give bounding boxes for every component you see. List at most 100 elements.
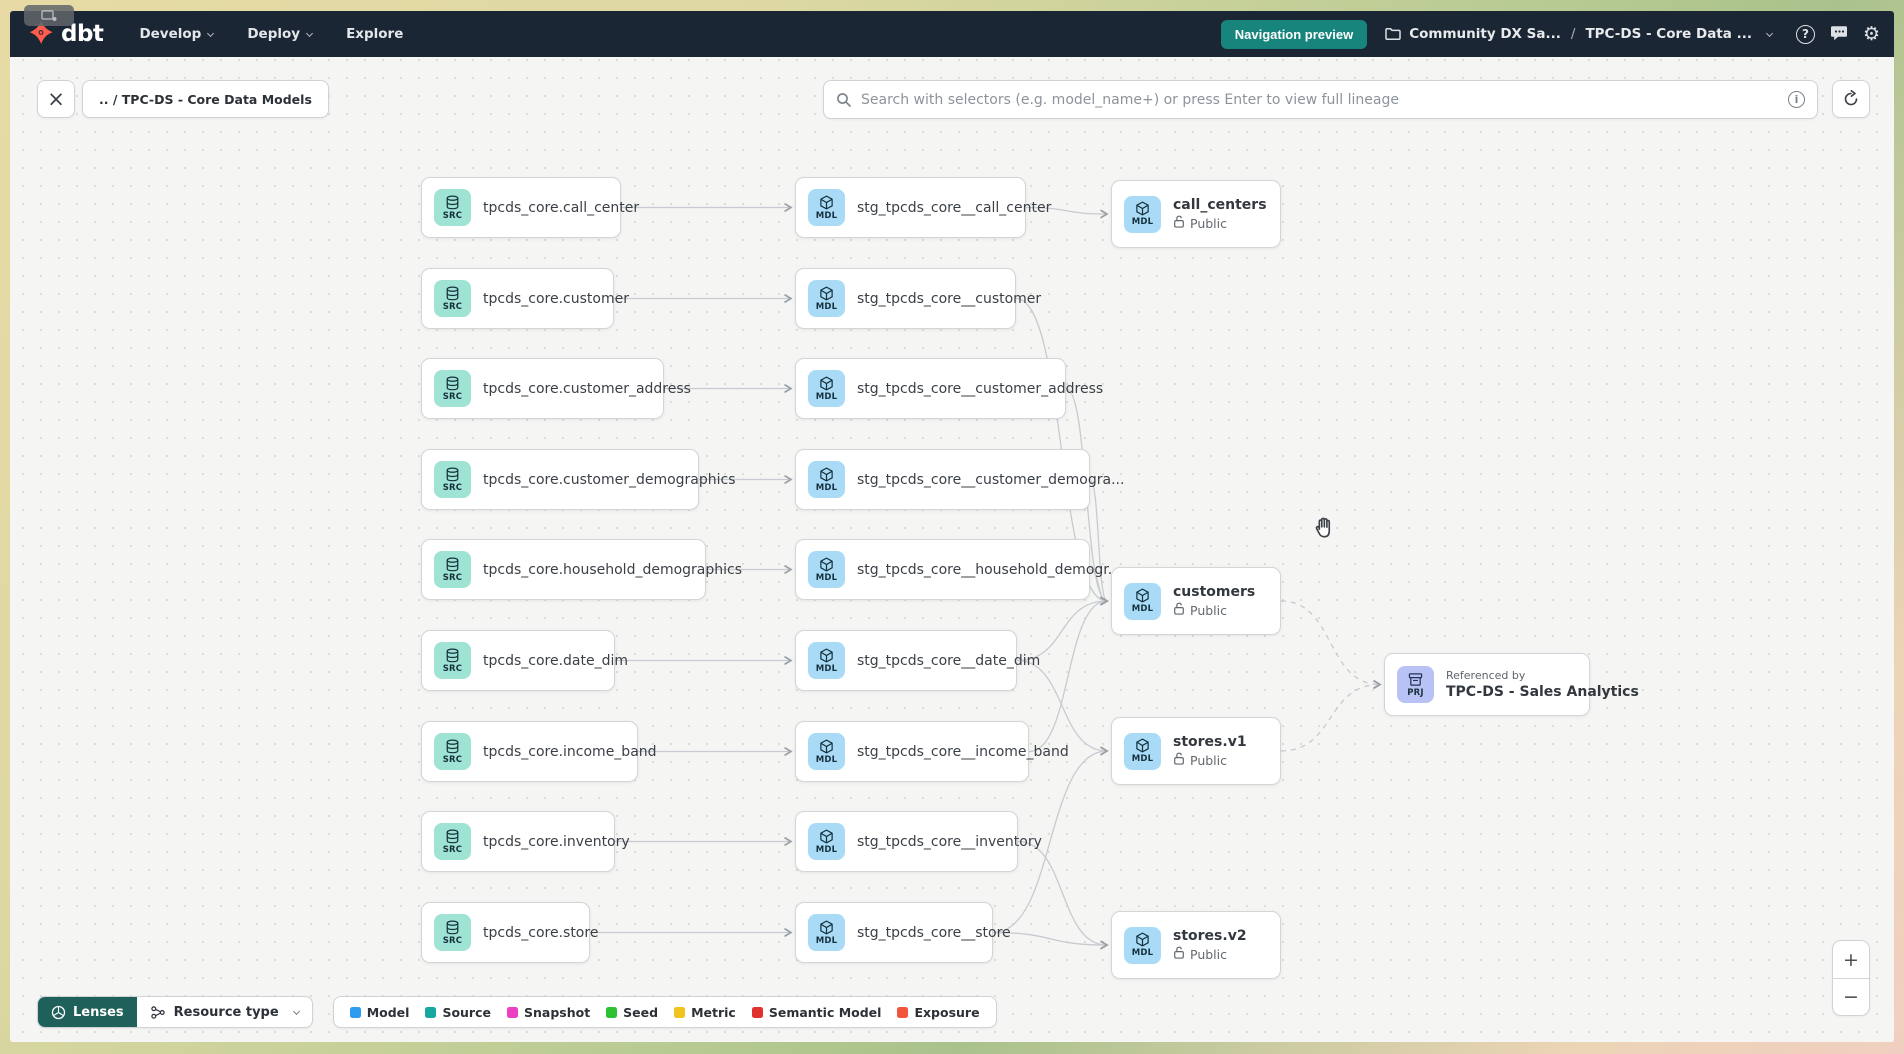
node-label: stg_tpcds_core__customer_demogra... (857, 471, 1125, 488)
cube-icon: MDL (808, 823, 845, 860)
dbt-logo-icon (29, 21, 54, 44)
graph-node-stg-tpcds-core-customer-address[interactable]: MDL stg_tpcds_core__customer_address (795, 358, 1104, 419)
node-label: tpcds_core.date_dim (483, 652, 629, 669)
graph-node-stg-tpcds-core-store[interactable]: MDL stg_tpcds_core__store (795, 902, 1011, 963)
legend-color-swatch (606, 1006, 618, 1018)
cube-icon: MDL (808, 914, 845, 951)
legend-color-swatch (751, 1006, 763, 1018)
zoom-controls: + − (1832, 940, 1870, 1016)
navigation-preview-button[interactable]: Navigation preview (1220, 19, 1368, 49)
lenses-control: Lenses Resource type (37, 996, 313, 1028)
legend-color-swatch (349, 1006, 361, 1018)
database-icon: SRC (434, 551, 471, 588)
node-label: tpcds_core.income_band (483, 743, 657, 760)
access-badge: Public (1173, 946, 1247, 962)
node-label: stores.v1 (1173, 734, 1247, 750)
unlock-icon (1173, 752, 1185, 768)
database-icon: SRC (434, 642, 471, 679)
database-icon: SRC (434, 280, 471, 317)
database-icon: SRC (434, 914, 471, 951)
database-icon: SRC (434, 461, 471, 498)
graph-node-stg-tpcds-core-household-demogr...[interactable]: MDL stg_tpcds_core__household_demogr... (795, 539, 1122, 600)
folder-icon (1385, 28, 1401, 40)
database-icon: SRC (434, 823, 471, 860)
monitor-icon (41, 9, 57, 21)
cube-icon: MDL (808, 370, 845, 407)
cube-icon: MDL (808, 642, 845, 679)
legend-item-seed: Seed (606, 1005, 658, 1020)
node-label: tpcds_core.customer (483, 290, 629, 307)
cube-icon: MDL (808, 189, 845, 226)
node-label: stg_tpcds_core__store (857, 924, 1011, 941)
legend-color-swatch (425, 1006, 437, 1018)
settings-gear-icon[interactable]: ⚙ (1862, 22, 1880, 45)
lenses-button[interactable]: Lenses (38, 997, 137, 1027)
chevron-down-icon[interactable] (1765, 29, 1773, 37)
lineage-search-bar: i (823, 80, 1818, 119)
help-icon[interactable]: ? (1795, 24, 1815, 44)
resource-type-dropdown[interactable]: Resource type (137, 997, 312, 1027)
zoom-in-button[interactable]: + (1843, 948, 1859, 971)
node-label: tpcds_core.call_center (483, 199, 640, 216)
refresh-lineage-button[interactable] (1832, 80, 1870, 118)
legend-color-swatch (506, 1006, 518, 1018)
breadcrumb: Community DX Sa... / TPC-DS - Core Data … (1385, 26, 1773, 42)
unlock-icon (1173, 215, 1185, 231)
chevron-down-icon (306, 29, 314, 37)
node-label: stg_tpcds_core__income_band (857, 743, 1069, 760)
info-icon[interactable]: i (1788, 91, 1805, 108)
legend-color-swatch (674, 1006, 686, 1018)
legend-item-semantic-model: Semantic Model (751, 1005, 881, 1020)
nav-item-develop[interactable]: Develop (139, 26, 215, 42)
legend-item-exposure: Exposure (897, 1005, 980, 1020)
lineage-edges (590, 11, 1894, 1042)
node-label: stg_tpcds_core__household_demogr... (857, 561, 1122, 578)
node-label: call_centers (1173, 197, 1267, 213)
zoom-out-button[interactable]: − (1833, 978, 1869, 1015)
node-label: stg_tpcds_core__customer (857, 290, 1042, 307)
graph-node-tpcds-core.date-dim[interactable]: SRC tpcds_core.date_dim (421, 630, 629, 691)
archive-icon: PRJ (1397, 666, 1434, 703)
graph-node-stg-tpcds-core-inventory[interactable]: MDL stg_tpcds_core__inventory (795, 811, 1042, 872)
legend-item-metric: Metric (674, 1005, 736, 1020)
breadcrumb-project[interactable]: Community DX Sa... (1409, 26, 1561, 42)
cube-icon: MDL (808, 551, 845, 588)
feedback-icon[interactable] (1829, 25, 1849, 43)
search-input[interactable] (861, 91, 1788, 108)
screen-share-tab[interactable] (24, 5, 74, 26)
node-label: stg_tpcds_core__customer_address (857, 380, 1104, 397)
legend-item-snapshot: Snapshot (506, 1005, 590, 1020)
graph-node-tpcds-core.customer[interactable]: SRC tpcds_core.customer (421, 268, 629, 329)
breadcrumb-page[interactable]: TPC-DS - Core Data ... (1585, 26, 1752, 42)
lineage-path-chip[interactable]: .. / TPC-DS - Core Data Models (82, 80, 329, 118)
nav-item-deploy[interactable]: Deploy (247, 26, 314, 42)
cube-icon: MDL (808, 461, 845, 498)
refresh-icon (1844, 90, 1858, 106)
lineage-toolbar: × .. / TPC-DS - Core Data Models i (10, 80, 1894, 120)
node-label: TPC-DS - Sales Analytics (1446, 684, 1639, 700)
close-lineage-button[interactable]: × (37, 80, 75, 118)
graph-node-stg-tpcds-core-customer-demogra...[interactable]: MDL stg_tpcds_core__customer_demogra... (795, 449, 1125, 510)
node-label: stg_tpcds_core__inventory (857, 833, 1042, 850)
nav-item-explore[interactable]: Explore (346, 26, 404, 42)
navbar-right: Navigation preview Community DX Sa... / … (1220, 19, 1880, 49)
